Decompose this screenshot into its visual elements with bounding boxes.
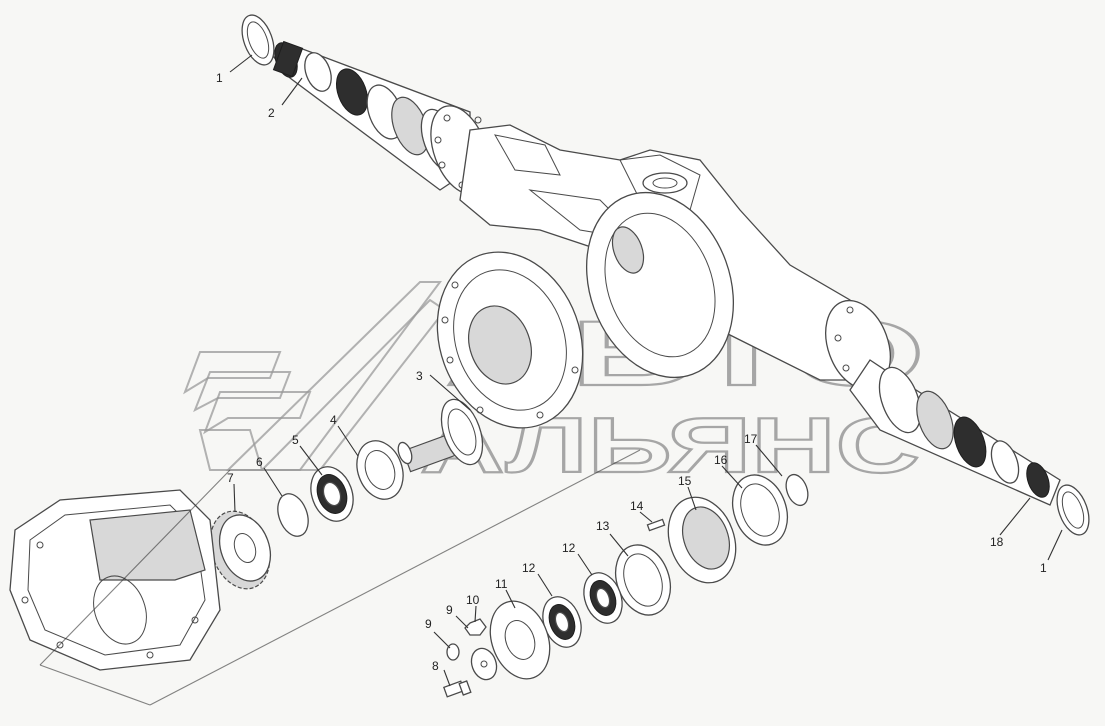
callout-13: 13 — [596, 519, 610, 533]
callout-9b: 9 — [446, 603, 453, 617]
callout-12: 12 — [522, 561, 536, 575]
callout-3: 3 — [416, 369, 423, 383]
callout-11: 11 — [495, 577, 508, 591]
spur-gear — [209, 510, 272, 590]
o-ring-17 — [785, 473, 809, 507]
gasket-16 — [731, 474, 789, 546]
pinion-gear — [397, 398, 484, 473]
callout-1-right: 1 — [1040, 561, 1047, 575]
callout-17: 17 — [744, 432, 758, 446]
lock-plate — [470, 647, 498, 681]
bearing-11 — [542, 596, 582, 648]
bearing-6 — [310, 466, 354, 522]
callout-18: 18 — [990, 535, 1004, 549]
gasket-13 — [614, 544, 672, 616]
callout-2: 2 — [268, 106, 275, 120]
washer — [356, 440, 404, 500]
leader-lines — [39, 54, 1063, 706]
cover-plate — [489, 600, 551, 680]
seal-ring-right — [1056, 484, 1090, 536]
callout-5: 5 — [292, 433, 299, 447]
callout-8: 8 — [432, 659, 439, 673]
callout-16: 16 — [714, 453, 728, 467]
callout-1-left: 1 — [216, 71, 223, 85]
bolt-14 — [646, 518, 666, 532]
callout-10: 10 — [466, 593, 480, 607]
bolt-8 — [442, 680, 472, 698]
watermark-emblem — [183, 281, 447, 471]
callout-6: 6 — [256, 455, 263, 469]
right-spindle — [878, 366, 1050, 498]
callout-7: 7 — [227, 471, 234, 485]
axle-housing — [268, 40, 1061, 506]
gear-housing — [9, 489, 221, 671]
seal-ring-left — [241, 14, 275, 66]
callout-14: 14 — [630, 499, 644, 513]
callout-15: 15 — [678, 474, 692, 488]
hub-cup — [667, 496, 737, 584]
callout-9a: 9 — [425, 617, 432, 631]
callout-4: 4 — [330, 413, 337, 427]
callouts: 1 2 3 4 5 6 7 8 9 9 10 11 12 12 12 13 14… — [216, 71, 1047, 673]
snap-ring — [277, 493, 309, 537]
nut-10 — [464, 618, 487, 636]
housing-boss — [642, 172, 688, 194]
callout-12b: 12 — [562, 541, 576, 555]
final-drive-cover — [436, 251, 584, 429]
bearing-12 — [583, 572, 623, 624]
